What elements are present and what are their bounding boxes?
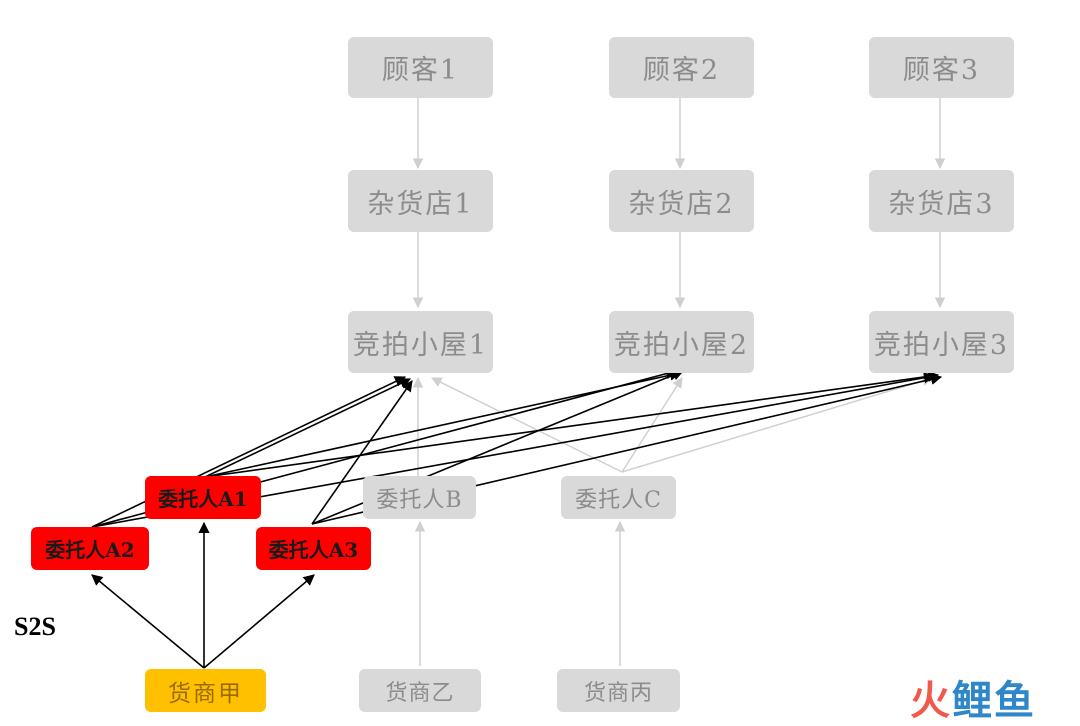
arrow-agentA2-house1	[91, 376, 407, 528]
customer-3-label: 顾客3	[902, 55, 981, 86]
agent-c-box: 委托人C	[561, 476, 676, 519]
customer-2-label: 顾客2	[642, 55, 721, 86]
agent-a3-label: 委托人A3	[268, 538, 359, 562]
customer-1-label: 顾客1	[381, 55, 460, 86]
arrow-supplierA-agentA2	[91, 574, 205, 669]
supplier-yi-label: 货商乙	[385, 680, 455, 706]
customer-2-box: 顾客2	[609, 37, 754, 98]
supplier-jia-box: 货商甲	[145, 669, 266, 712]
arrow-agentA1-house1	[204, 378, 412, 478]
store-3-box: 杂货店3	[869, 170, 1014, 232]
store-1-box: 杂货店1	[348, 170, 493, 232]
auction-house-1-box: 竞拍小屋1	[348, 311, 493, 373]
agent-a2-box: 委托人A2	[31, 527, 149, 570]
arrow-supplierA-agentA3	[203, 574, 315, 669]
agent-a1-label: 委托人A1	[158, 487, 248, 511]
store-2-label: 杂货店2	[628, 188, 735, 220]
watermark-part1: 火	[910, 678, 952, 724]
s2s-label: S2S	[14, 612, 56, 641]
supplier-yi-box: 货商乙	[359, 669, 481, 712]
supplier-bing-label: 货商丙	[583, 680, 653, 706]
supplier-bing-box: 货商丙	[557, 669, 680, 712]
watermark-part2: 鲤鱼	[952, 678, 1036, 724]
agent-b-box: 委托人B	[363, 476, 476, 519]
supplier-jia-label: 货商甲	[168, 680, 243, 707]
arrow-agentA1-house3	[204, 370, 940, 478]
auction-house-1-label: 竞拍小屋1	[352, 329, 489, 361]
agent-c-label: 委托人C	[575, 487, 662, 513]
arrow-agentC-house1	[431, 377, 623, 473]
arrow-agentC-house3	[621, 375, 934, 473]
watermark-logo: 火鲤鱼	[910, 668, 1036, 726]
customer-1-box: 顾客1	[348, 37, 493, 98]
store-3-label: 杂货店3	[888, 188, 995, 220]
store-1-label: 杂货店1	[367, 188, 474, 220]
agent-a1-box: 委托人A1	[145, 476, 261, 519]
agent-b-label: 委托人B	[376, 487, 463, 513]
agent-a2-label: 委托人A2	[45, 538, 135, 562]
arrow-agentC-house2	[621, 377, 683, 473]
auction-house-3-label: 竞拍小屋3	[873, 329, 1010, 361]
customer-3-box: 顾客3	[869, 37, 1014, 98]
store-2-box: 杂货店2	[609, 170, 754, 232]
arrow-agentA3-house1	[311, 380, 413, 525]
auction-house-2-box: 竞拍小屋2	[609, 311, 754, 373]
agent-a3-box: 委托人A3	[256, 527, 371, 570]
auction-house-3-box: 竞拍小屋3	[869, 311, 1014, 373]
auction-house-2-label: 竞拍小屋2	[613, 329, 750, 361]
